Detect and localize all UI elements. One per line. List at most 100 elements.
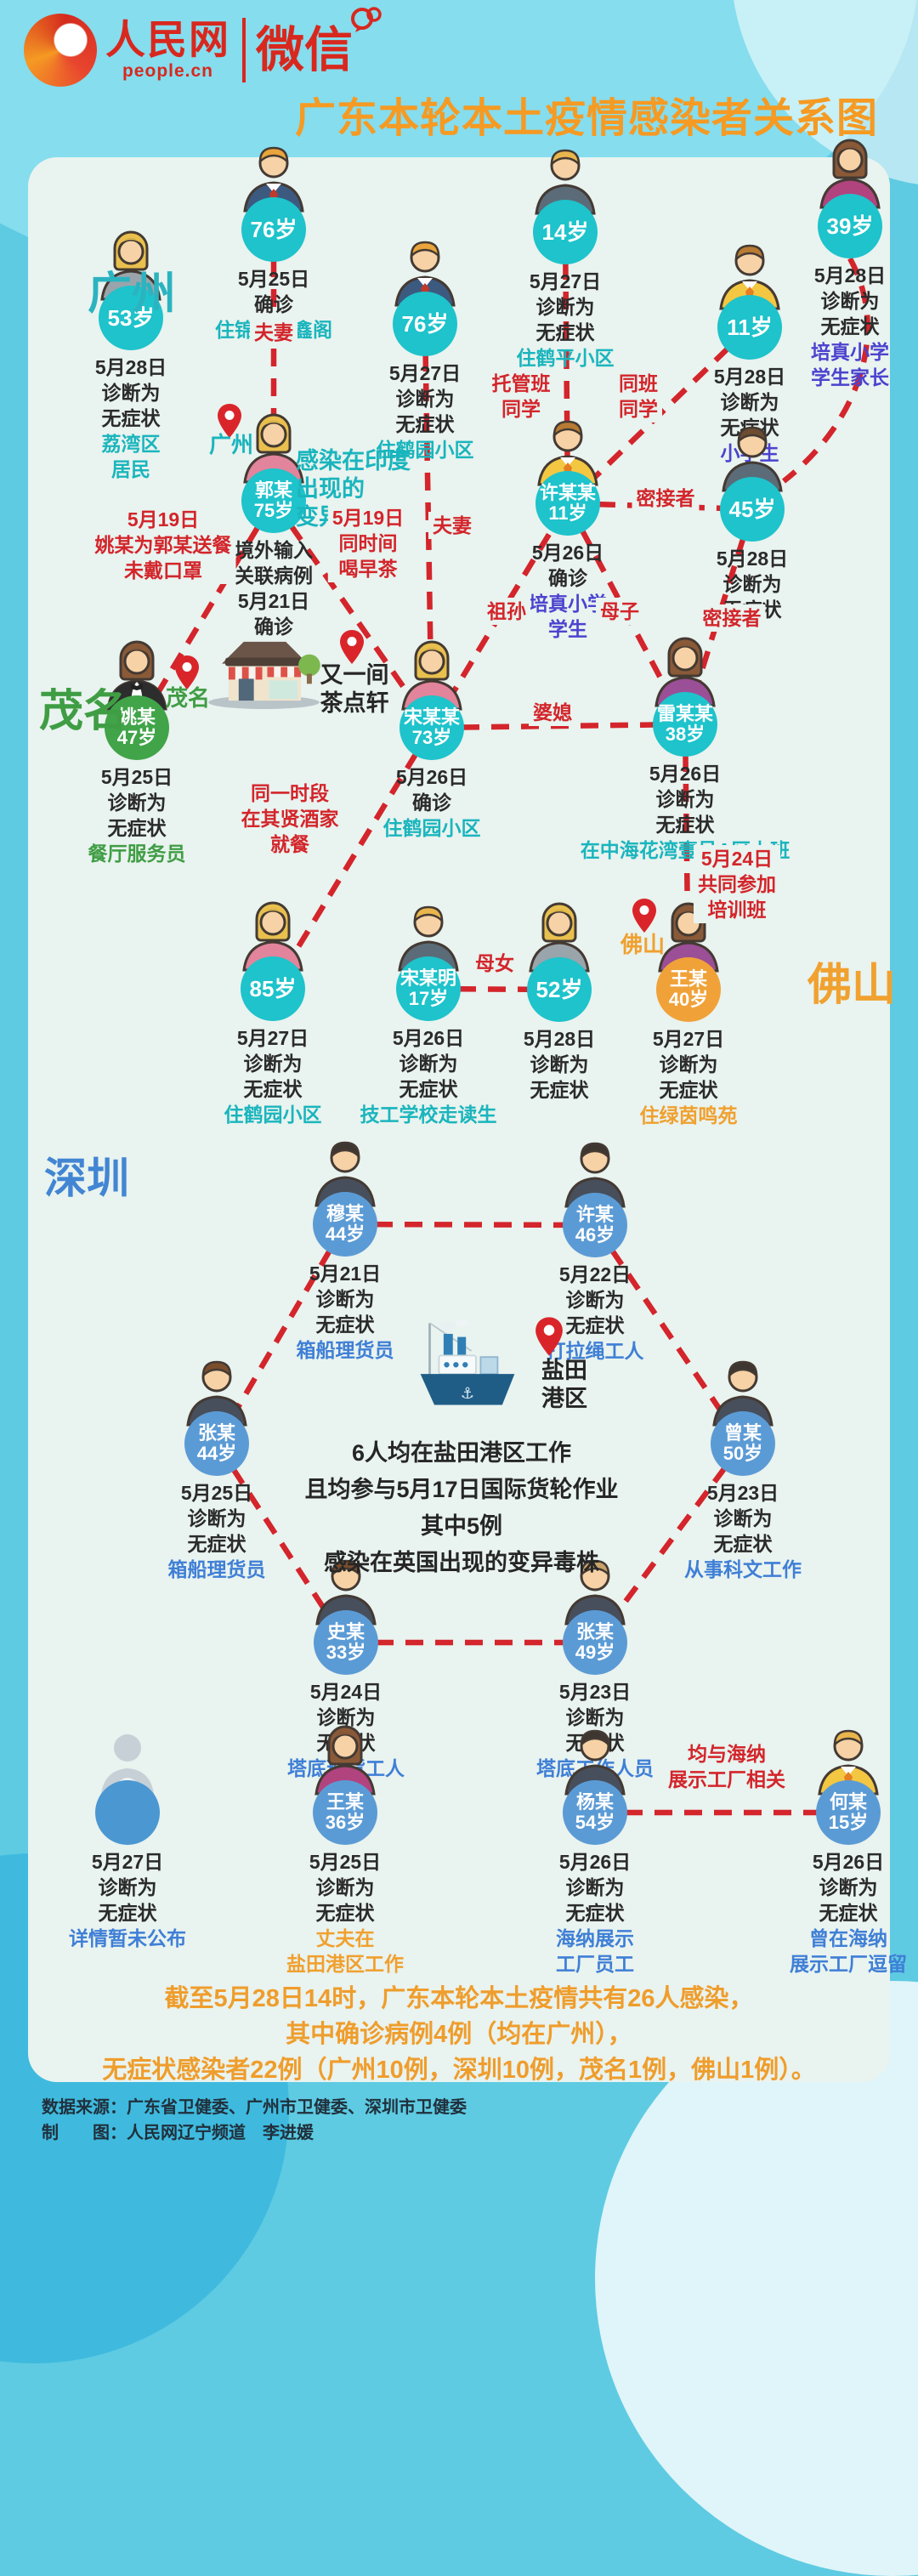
- wechat-bubble-icon: [351, 7, 382, 32]
- location-pin-icon: [340, 630, 364, 664]
- age-badge: 52岁: [527, 957, 592, 1022]
- diagnosis-text: 5月26日诊断为无症状曾在海纳展示工厂逗留: [790, 1851, 907, 1975]
- logo-divider: [242, 18, 246, 82]
- diagnosis-text: 5月26日确诊住鹤园小区: [382, 766, 481, 839]
- diagnosis-text: 5月28日诊断为无症状培真小学学生家长: [811, 264, 889, 389]
- relation-label: 5月19日 姚某为郭某送餐 未戴口罩: [90, 506, 236, 584]
- region-guangzhou: 广州: [88, 270, 177, 319]
- diagnosis-text: 5月21日诊断为无症状箱船理货员: [296, 1262, 394, 1361]
- pin-yantian-port-label: 盐田 港区: [541, 1358, 587, 1411]
- diagnosis-text: 5月25日诊断为无症状丈夫在盐田港区工作: [286, 1851, 404, 1975]
- diagnosis-text: 5月26日诊断为无症状在中海花湾壹号A区上班: [580, 763, 790, 861]
- diagnosis-text: 5月25日诊断为无症状餐厅服务员: [88, 766, 186, 865]
- relation-label: 夫妻: [250, 319, 298, 346]
- diagnosis-text: 5月28日诊断为无症状: [523, 1028, 596, 1101]
- data-source-note: 数据来源：广东省卫健委、广州市卫健委、深圳市卫健委: [42, 2098, 467, 2117]
- diagnosis-text: 5月27日诊断为无症状住鹤园小区: [376, 362, 474, 461]
- pin-foshan: [632, 898, 657, 938]
- person-node-gz-76-husband: 76岁5月25日确诊住锦龙汇鑫阁: [163, 139, 384, 343]
- relation-edge: [214, 1442, 348, 1644]
- relation-edge: [344, 1221, 596, 1228]
- diagnosis-text: 5月26日诊断为无症状海纳展示工厂员工: [556, 1851, 634, 1975]
- relation-label: 夫妻: [428, 512, 476, 539]
- region-shenzhen: 深圳: [44, 1155, 129, 1202]
- person-node-sz-zhang-49: 张某49岁5月23日诊断为无症状塔底工作人员: [484, 1552, 706, 1781]
- relation-edge: [271, 499, 434, 729]
- relation-label: 均与海纳 展示工厂相关: [664, 1740, 790, 1793]
- relation-edge: [431, 721, 686, 731]
- region-foshan: 佛山: [808, 961, 897, 1010]
- pin-yantian-port: [535, 1316, 564, 1361]
- person-node-sz-shi-33: 史某33岁5月24日诊断为无症状塔底理货工人: [235, 1552, 456, 1781]
- diagnosis-text: 5月26日诊断为无症状技工学校走读生: [360, 1027, 497, 1126]
- age-badge: 39岁: [818, 194, 882, 258]
- ship-landmark: ⚓: [417, 1317, 518, 1413]
- summary-line-2: 其中确诊病例4例（均在广州），: [286, 2021, 632, 2048]
- pin-maoming-label: 茂名: [165, 685, 211, 711]
- relation-label: 同班 同学: [615, 370, 662, 423]
- diagnosis-text: 5月23日诊断为无症状从事科文工作: [684, 1482, 802, 1580]
- note-uk-variant: 其中5例 感染在英国出现的变异毒株: [324, 1513, 599, 1575]
- credit-note: 制 图：人民网辽宁频道 李进媛: [42, 2124, 314, 2142]
- location-pin-icon: [632, 899, 656, 933]
- diagnosis-text: 5月27日诊断为无症状住鹤园小区: [224, 1027, 322, 1126]
- cargo-ship-icon: ⚓: [420, 1319, 515, 1405]
- age-badge: 45岁: [720, 477, 785, 542]
- location-pin-icon: [175, 655, 199, 689]
- relation-edge: [592, 1223, 745, 1445]
- relation-label: 密接者: [698, 604, 766, 632]
- woman-icon: [654, 637, 716, 707]
- relation-label: 5月19日 同时间 喝早茶: [327, 504, 409, 582]
- note-port-group: 6人均在盐田港区工作 且均参与5月17日国际货轮作业: [304, 1440, 619, 1502]
- relation-edge: [134, 499, 276, 729]
- pin-teahouse: [339, 629, 365, 669]
- age-badge: 53岁: [99, 286, 163, 350]
- age-badge: 11岁: [717, 295, 782, 360]
- teahouse-icon: [208, 641, 320, 710]
- brand-domain: people.cn: [122, 61, 214, 81]
- diagnosis-text: 5月26日确诊培真小学学生: [529, 542, 607, 640]
- location-pin-icon: [536, 1317, 563, 1356]
- pin-foshan-label: 佛山: [620, 932, 666, 957]
- diagnosis-text: 5月27日诊断为无症状住绿茵鸣苑: [639, 1028, 738, 1126]
- relation-edge: [270, 726, 434, 990]
- person-node-sz-anonymous: 5月27日诊断为无症状详情暂未公布: [17, 1722, 238, 1951]
- age-badge: 14岁: [533, 200, 598, 264]
- relation-label: 母女: [471, 950, 518, 977]
- relation-label: 婆媳: [529, 699, 576, 726]
- diagnosis-text: 5月27日诊断为无症状住鹤平小区: [516, 270, 615, 369]
- pin-guangzhou-label: 广州: [208, 432, 254, 457]
- people-cn-logo-icon: [24, 14, 97, 87]
- age-badge: 76岁: [241, 197, 306, 262]
- region-maoming: 茂名: [39, 687, 128, 736]
- location-pin-icon: [218, 404, 241, 438]
- relation-edge: [781, 257, 870, 484]
- summary-line-3: 无症状感染者22例（广州10例，深圳10例，茂名1例，佛山1例）。: [102, 2057, 816, 2084]
